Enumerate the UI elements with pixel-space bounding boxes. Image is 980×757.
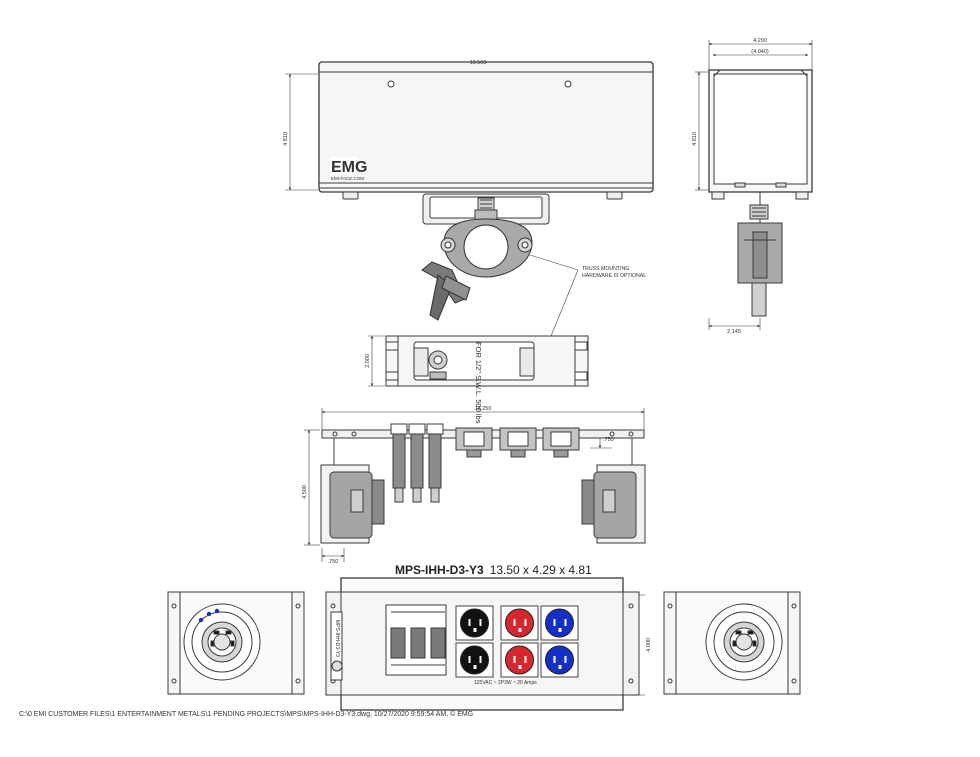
outlet-slot: [558, 628, 562, 632]
outlet-slot: [518, 665, 522, 669]
model-title: MPS-IHH-D3-Y3 13.50 x 4.29 x 4.81: [395, 563, 592, 577]
outlet-face: [545, 645, 574, 675]
bracket-top-view: FOR 1/2" S.W.L. 500 lbs: [368, 335, 589, 424]
model-dimensions: 13.50 x 4.29 x 4.81: [489, 563, 592, 577]
outlet-slot: [468, 619, 471, 626]
dim-side-width: 4.290: [753, 38, 767, 44]
front-panel-view: MPS-IHH-D3-Y3 125VAC ~ 2P3W ~ 20 Amps: [325, 577, 645, 711]
outlet-face: [460, 645, 489, 675]
interior-section-view: [304, 408, 646, 562]
dim-bottom-width: 13.250: [475, 406, 492, 412]
truss-mounting-note: TRUSS MOUNTING HARDWARE IS OPTIONAL: [529, 254, 646, 337]
outlet-slot: [558, 665, 562, 669]
circuit-breaker-icon: [390, 423, 444, 503]
outlet-slot: [473, 628, 477, 632]
twist-lock-connector-icon: [705, 603, 783, 681]
outlet-slot: [518, 628, 522, 632]
right-end-view: [663, 591, 801, 695]
emg-logo-icon: EMG EMI-FACE.COM: [330, 157, 367, 181]
dimension-labels: 13.500 4.810 4.290 (4.040) 4.810 2.145 2…: [283, 38, 769, 652]
outlet-slot: [524, 619, 527, 626]
left-end-view: [167, 591, 305, 695]
truss-note-line1: TRUSS MOUNTING: [582, 266, 629, 272]
outlet-slot: [473, 665, 477, 669]
logo-subtext: EMI-FACE.COM: [331, 176, 364, 181]
dim-side-depth: 2.145: [727, 329, 741, 335]
duplex-outlet-icon: [455, 605, 579, 678]
dim-bottom-height: 4.500: [302, 485, 308, 499]
dim-side-height: 4.810: [692, 132, 698, 146]
outlet-slot: [513, 656, 516, 663]
outlet-slot: [553, 656, 556, 663]
outlet-face: [505, 608, 534, 638]
dim-bottom-offset-top: .750: [603, 437, 614, 443]
truss-clamp-icon: [421, 218, 533, 321]
outlet-face: [460, 608, 489, 638]
front-elevation-view: EMG EMI-FACE.COM: [285, 61, 654, 225]
outlet-face: [505, 645, 534, 675]
outlet-face: [545, 608, 574, 638]
rating-text: 125VAC ~ 2P3W ~ 20 Amps: [474, 680, 537, 686]
outlet-slot: [513, 619, 516, 626]
model-name: MPS-IHH-D3-Y3: [395, 563, 484, 577]
outlet-slot: [564, 619, 567, 626]
dim-bottom-offset-side: .750: [328, 559, 339, 565]
truss-note-line2: HARDWARE IS OPTIONAL: [582, 273, 646, 279]
dim-side-inner: (4.040): [751, 49, 769, 55]
dim-bracket: 2.000: [365, 354, 371, 368]
side-elevation-view: [695, 40, 813, 330]
logo-text: EMG: [331, 159, 367, 176]
dim-height-front: 4.810: [283, 132, 289, 146]
twist-lock-connector-icon: [183, 603, 261, 681]
side-model-label: MPS-IHH-D3-Y3: [334, 620, 340, 657]
outlet-slot: [479, 656, 482, 663]
outlet-slot: [553, 619, 556, 626]
outlet-slot: [524, 656, 527, 663]
outlet-slot: [468, 656, 471, 663]
outlet-slot: [479, 619, 482, 626]
dim-front-panel-height: 4.000: [646, 638, 652, 652]
bracket-load-text: FOR 1/2" S.W.L. 500 lbs: [474, 342, 483, 424]
file-path-footer: C:\0 EMI CUSTOMER FILES\1 ENTERTAINMENT …: [19, 711, 474, 718]
outlet-slot: [564, 656, 567, 663]
dim-width-top: 13.500: [470, 60, 487, 66]
